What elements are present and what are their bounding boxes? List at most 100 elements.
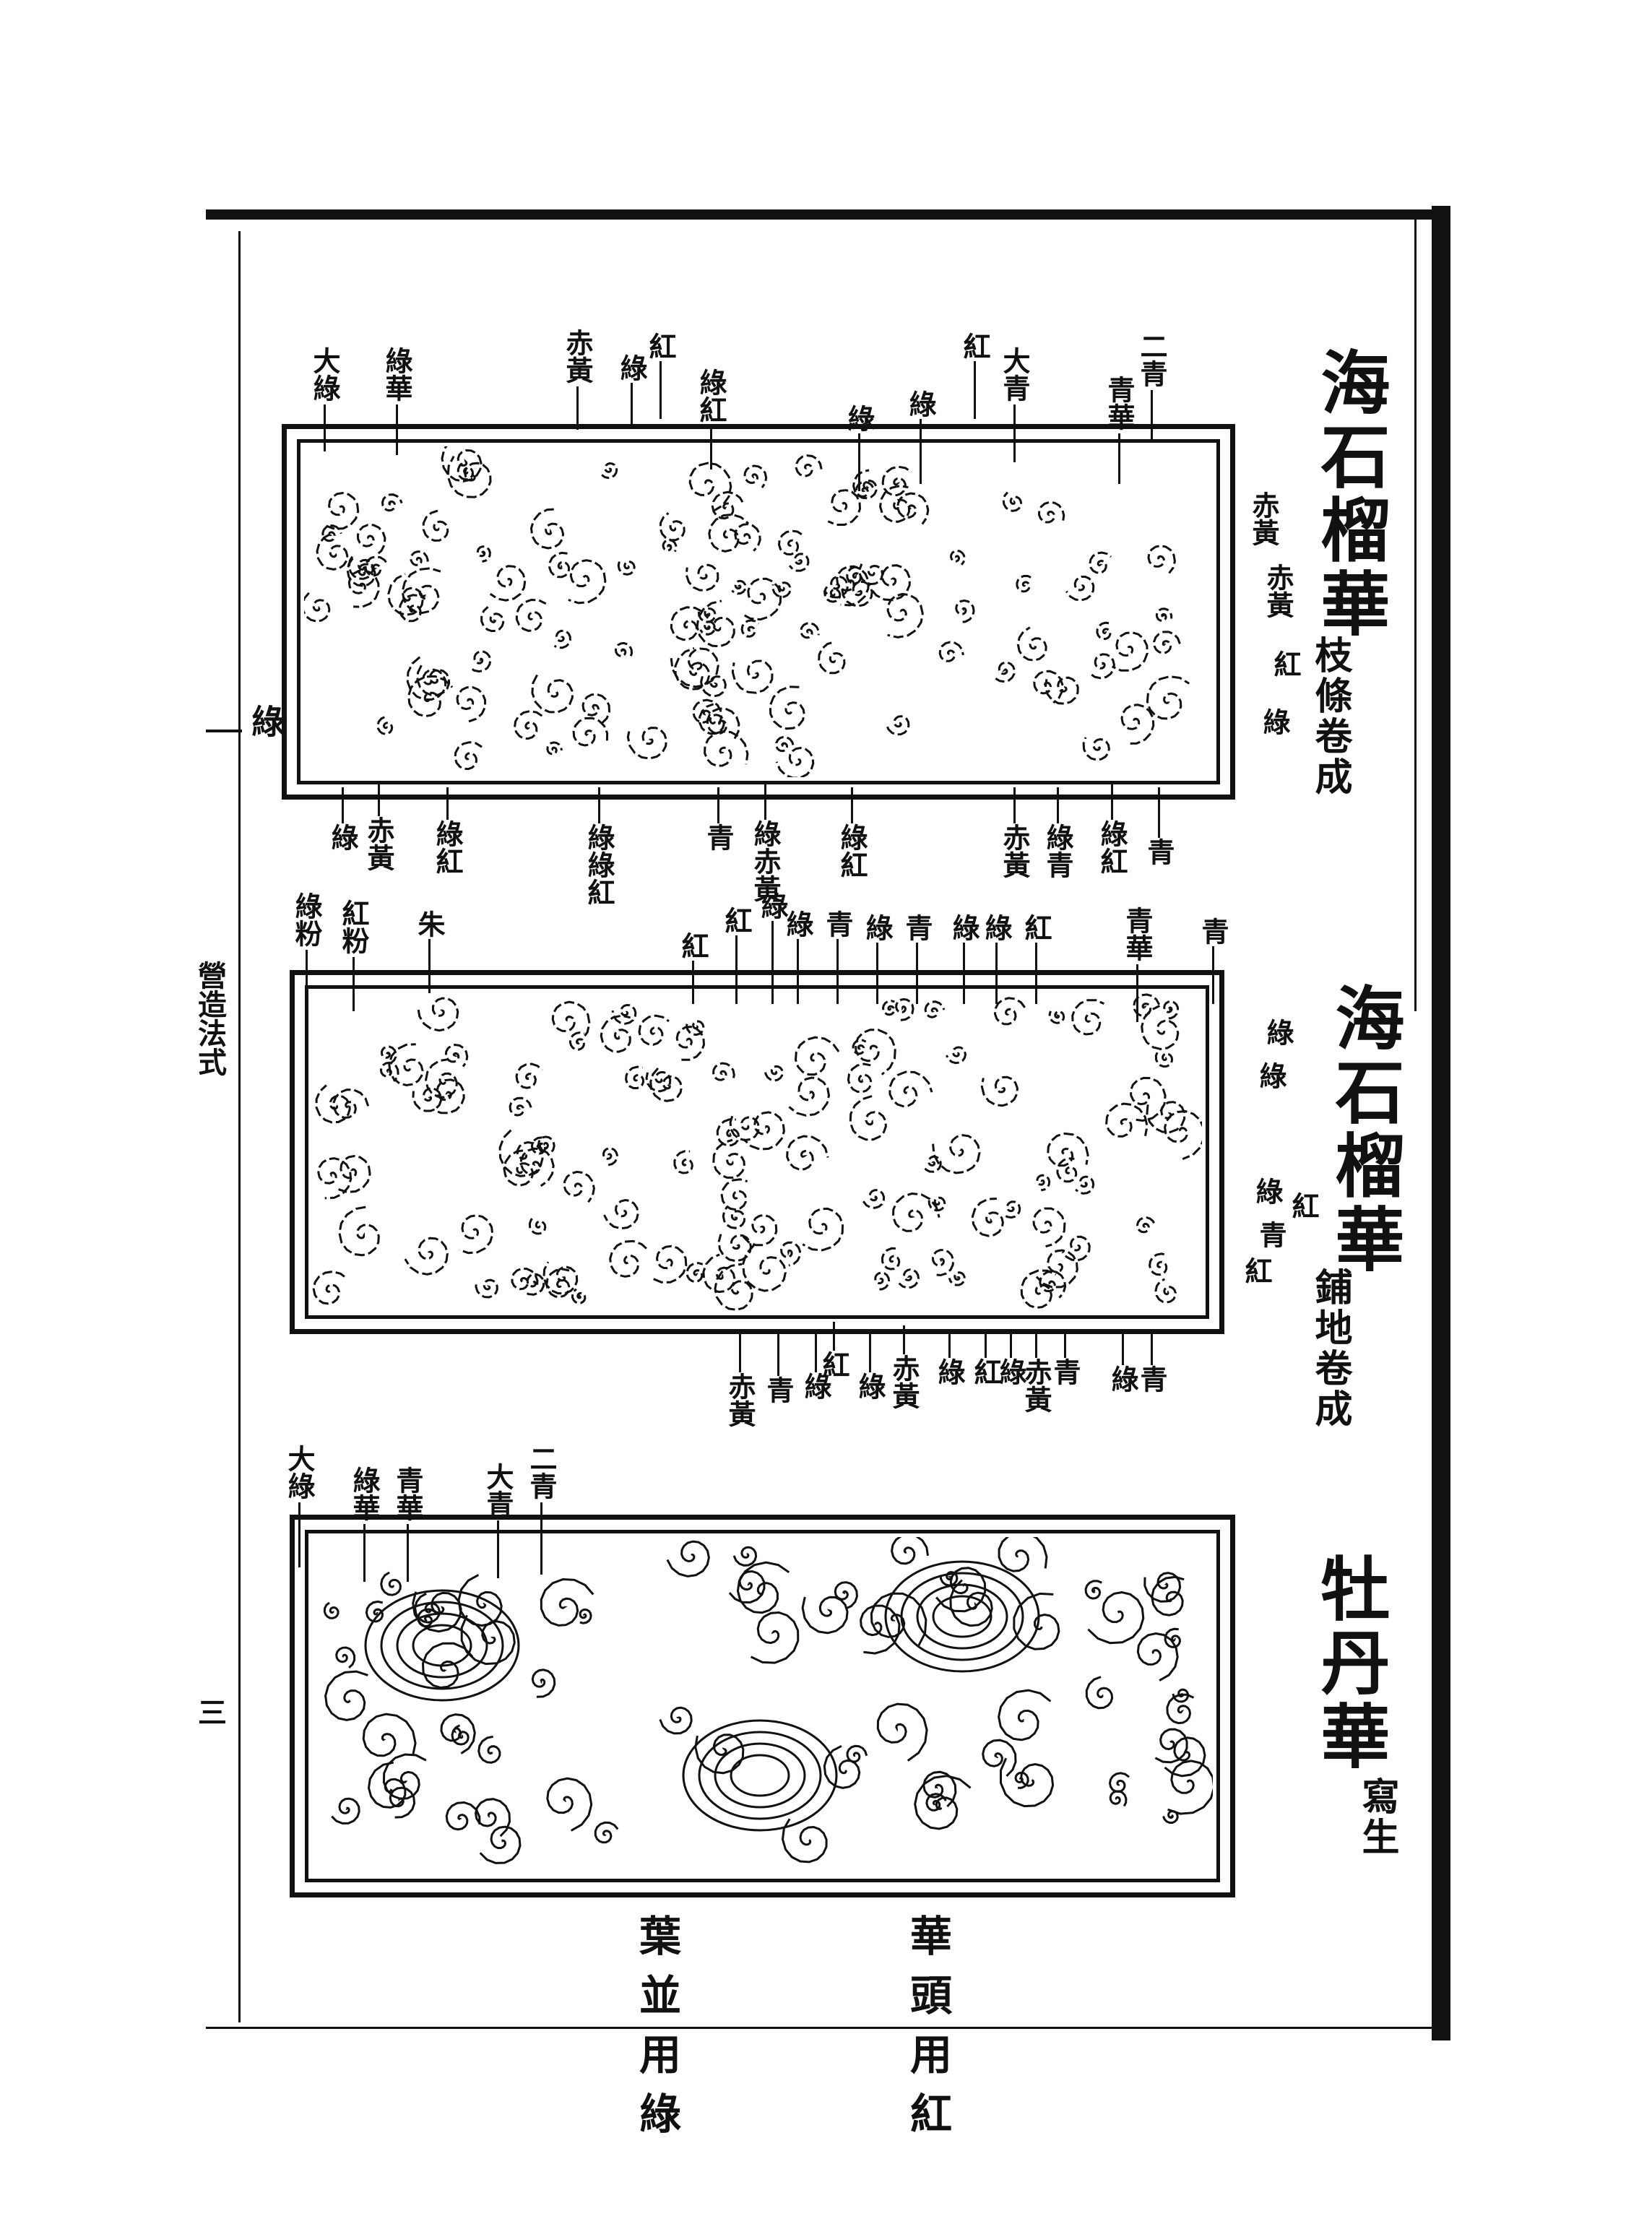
scroll-curl [625,1065,645,1090]
leader-line [815,1329,817,1372]
color-label: 綠粉 [290,892,323,947]
color-label: 綠 [1258,708,1291,735]
scroll-curl [1154,1048,1174,1068]
scroll-curl [321,524,342,542]
scroll-curl [708,513,750,553]
scroll-curl [410,550,429,566]
scroll-curl [459,1214,494,1255]
scroll-curl [1056,1157,1078,1183]
color-label: 紅 [1269,650,1302,678]
leaf-stroke [1087,1590,1145,1645]
scroll-curl [446,456,492,498]
scroll-curl [686,1262,704,1284]
scroll-curl [514,709,543,740]
scroll-curl [734,523,761,552]
leader-line [324,404,326,451]
leaf-stroke [1014,1771,1029,1789]
scroll-curl [1154,1278,1177,1304]
leaf-stroke [1164,1627,1181,1648]
scroll-curl [881,465,912,497]
leader-line [407,1524,409,1582]
leader-line [446,787,449,820]
scroll-curl [315,1084,351,1124]
leader-line [771,921,774,1004]
leader-line [948,1329,951,1358]
color-label: 綠綠紅 [583,823,615,906]
scroll-curl [716,1118,740,1147]
scroll-curl [1155,607,1173,622]
scroll-curl [652,1245,688,1284]
leader-line [540,1502,542,1575]
leader-line [916,943,918,1004]
color-label: 青華 [1121,906,1154,961]
leaf-stroke [335,1646,356,1668]
scroll-curl [696,600,735,648]
scroll-curl [685,563,719,592]
scroll-curl [993,997,1026,1026]
scroll-curl [601,462,618,480]
leaf-stroke [949,1579,993,1627]
leader-line [598,787,600,823]
scroll-curl [603,1198,639,1230]
leaf-stroke [1136,1632,1179,1682]
scroll-curl [881,1000,896,1016]
leader-line [353,957,355,1011]
scroll-curl [476,545,491,563]
scroll-curl [1163,1000,1180,1020]
leaf-stroke [474,1798,511,1838]
inner-right-line [1414,217,1417,1011]
scroll-curl [949,549,966,566]
scroll-curl [823,585,842,603]
margin-page-number: 三 [193,1697,227,1726]
scroll-curl [441,446,483,482]
color-label: 赤黃 [724,1372,756,1427]
scroll-curl [932,1134,981,1174]
leader-line [1035,1329,1037,1358]
color-label: 青 [821,910,854,938]
leaf-stroke [1143,1572,1182,1603]
peony-blossom [380,1601,504,1690]
leaf-stroke [546,1777,593,1832]
scroll-curl [316,532,349,571]
leaf-stroke [477,1735,501,1764]
leaf-stroke [531,1668,556,1698]
leaf-stroke [540,1577,594,1627]
scroll-curl [1096,621,1112,641]
scroll-curl [742,1213,778,1247]
leaf-stroke [846,1744,868,1763]
scroll-curl [545,1268,571,1299]
scroll-curl [731,659,774,694]
leader-line [920,419,922,484]
scroll-curl [895,997,914,1021]
leaf-stroke [1085,1676,1114,1710]
leaf-stroke [479,1825,522,1864]
leaf-stroke [750,1611,800,1664]
scroll-curl [1037,501,1065,524]
color-label: 赤黃 [1247,491,1280,546]
leader-line [1151,1329,1153,1365]
scroll-curl [602,1147,618,1167]
scroll-curl [568,559,607,605]
color-label: 綠 [1107,1365,1139,1393]
peony-illustration [323,1537,1213,1864]
color-label: 紅 [1240,1257,1273,1284]
color-label: 綠華 [348,1466,381,1521]
leaf-stroke [1108,1772,1130,1793]
peony-blossom [682,1719,838,1832]
scroll-curl [855,480,875,498]
leaf-stroke [367,1761,407,1809]
caption-flower-color: 華頭用紅 [903,1914,952,2151]
scroll-curl [852,1039,867,1055]
scroll-curl [670,647,719,688]
scroll-curl [854,1029,896,1075]
left-label: 綠 [246,704,285,737]
leaf-stroke [659,1706,693,1735]
scroll-curl [777,529,803,556]
leaf-stroke [594,1821,619,1844]
peony-blossom [412,1624,472,1667]
color-label: 綠 [995,1358,1027,1385]
scroll-curl [347,555,374,580]
leader-line [836,939,839,1004]
leaf-stroke [445,1801,481,1831]
section-subtitle: 寫生 [1355,1777,1399,1858]
